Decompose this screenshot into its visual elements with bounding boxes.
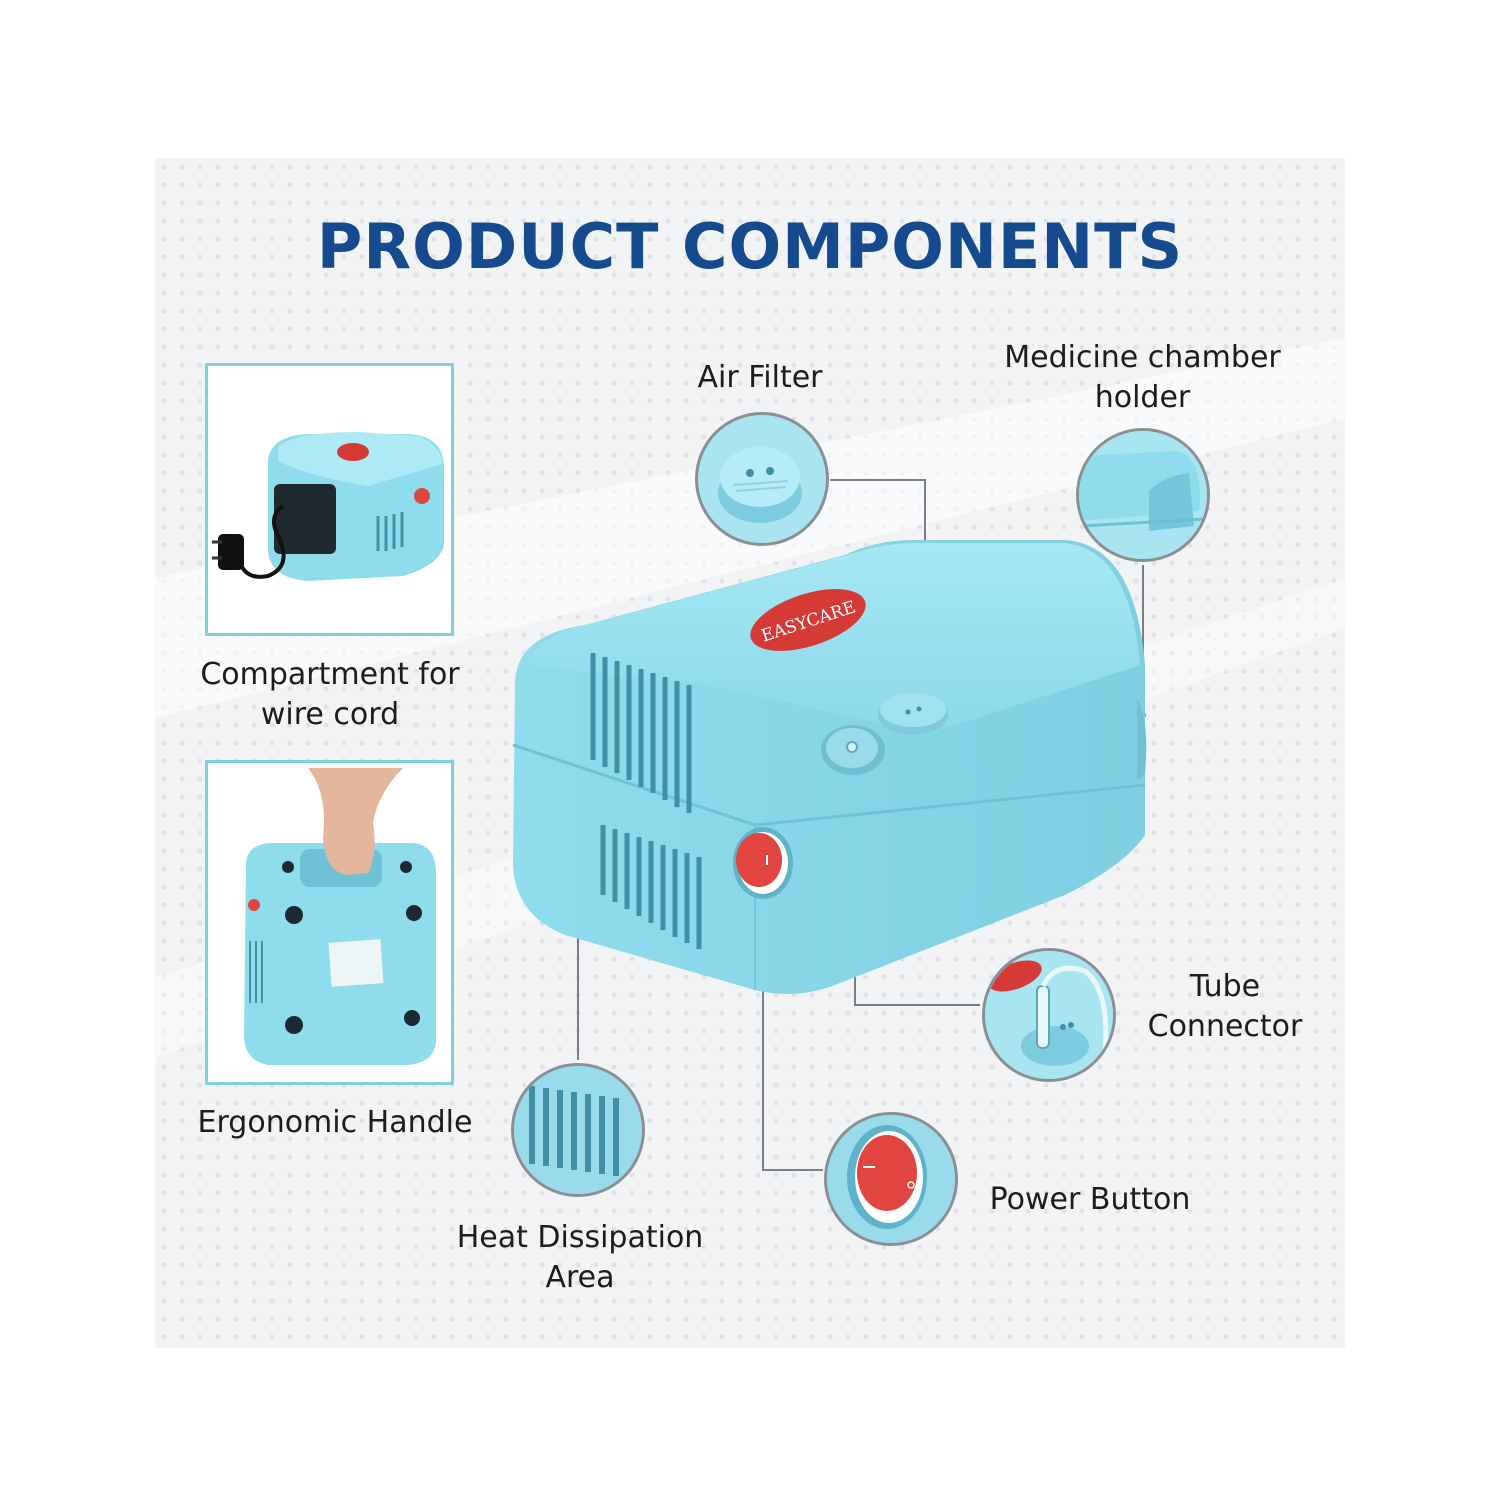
heat-dissipation-label: Heat Dissipation Area [420, 1218, 740, 1298]
tube-connector-label-line1: Tube [1189, 969, 1261, 1004]
heat-dissipation-label-line2: Area [545, 1260, 615, 1295]
tube-connector-label-line2: Connector [1147, 1009, 1303, 1044]
tube-connector-callout [982, 948, 1116, 1082]
compartment-label-line2: wire cord [260, 697, 400, 732]
power-switch-icon [827, 1115, 955, 1243]
nebulizer-device: EASYCARE [512, 540, 1147, 994]
handle-label-text: Ergonomic Handle [197, 1105, 473, 1140]
medicine-holder-label: Medicine chamber holder [975, 338, 1310, 418]
power-button-callout [824, 1112, 958, 1246]
compartment-label: Compartment for wire cord [150, 655, 510, 735]
air-filter-label: Air Filter [660, 358, 860, 398]
medicine-holder-label-line1: Medicine chamber [1004, 340, 1281, 375]
medicine-holder-callout [1076, 428, 1210, 562]
air-filter-callout [695, 412, 829, 546]
heat-dissipation-callout [511, 1063, 645, 1197]
air-filter-icon [718, 447, 802, 523]
handle-illustration [244, 768, 436, 1065]
power-button-label-text: Power Button [989, 1182, 1191, 1217]
medicine-holder-label-line2: holder [1094, 380, 1191, 415]
heat-dissipation-label-line1: Heat Dissipation [456, 1220, 704, 1255]
air-filter-label-text: Air Filter [697, 360, 823, 395]
compartment-illustration [212, 432, 444, 581]
compartment-label-line1: Compartment for [200, 657, 460, 692]
medicine-holder-icon [1079, 431, 1207, 559]
page-title: PRODUCT COMPONENTS [316, 210, 1184, 283]
handle-label: Ergonomic Handle [150, 1103, 520, 1143]
heat-dissipation-icon [514, 1066, 642, 1194]
tube-connector-icon [985, 951, 1113, 1079]
power-button-label: Power Button [975, 1180, 1205, 1220]
compartment-image-frame [205, 363, 454, 636]
handle-image-frame [205, 760, 454, 1085]
tube-connector-label: Tube Connector [1120, 967, 1330, 1047]
